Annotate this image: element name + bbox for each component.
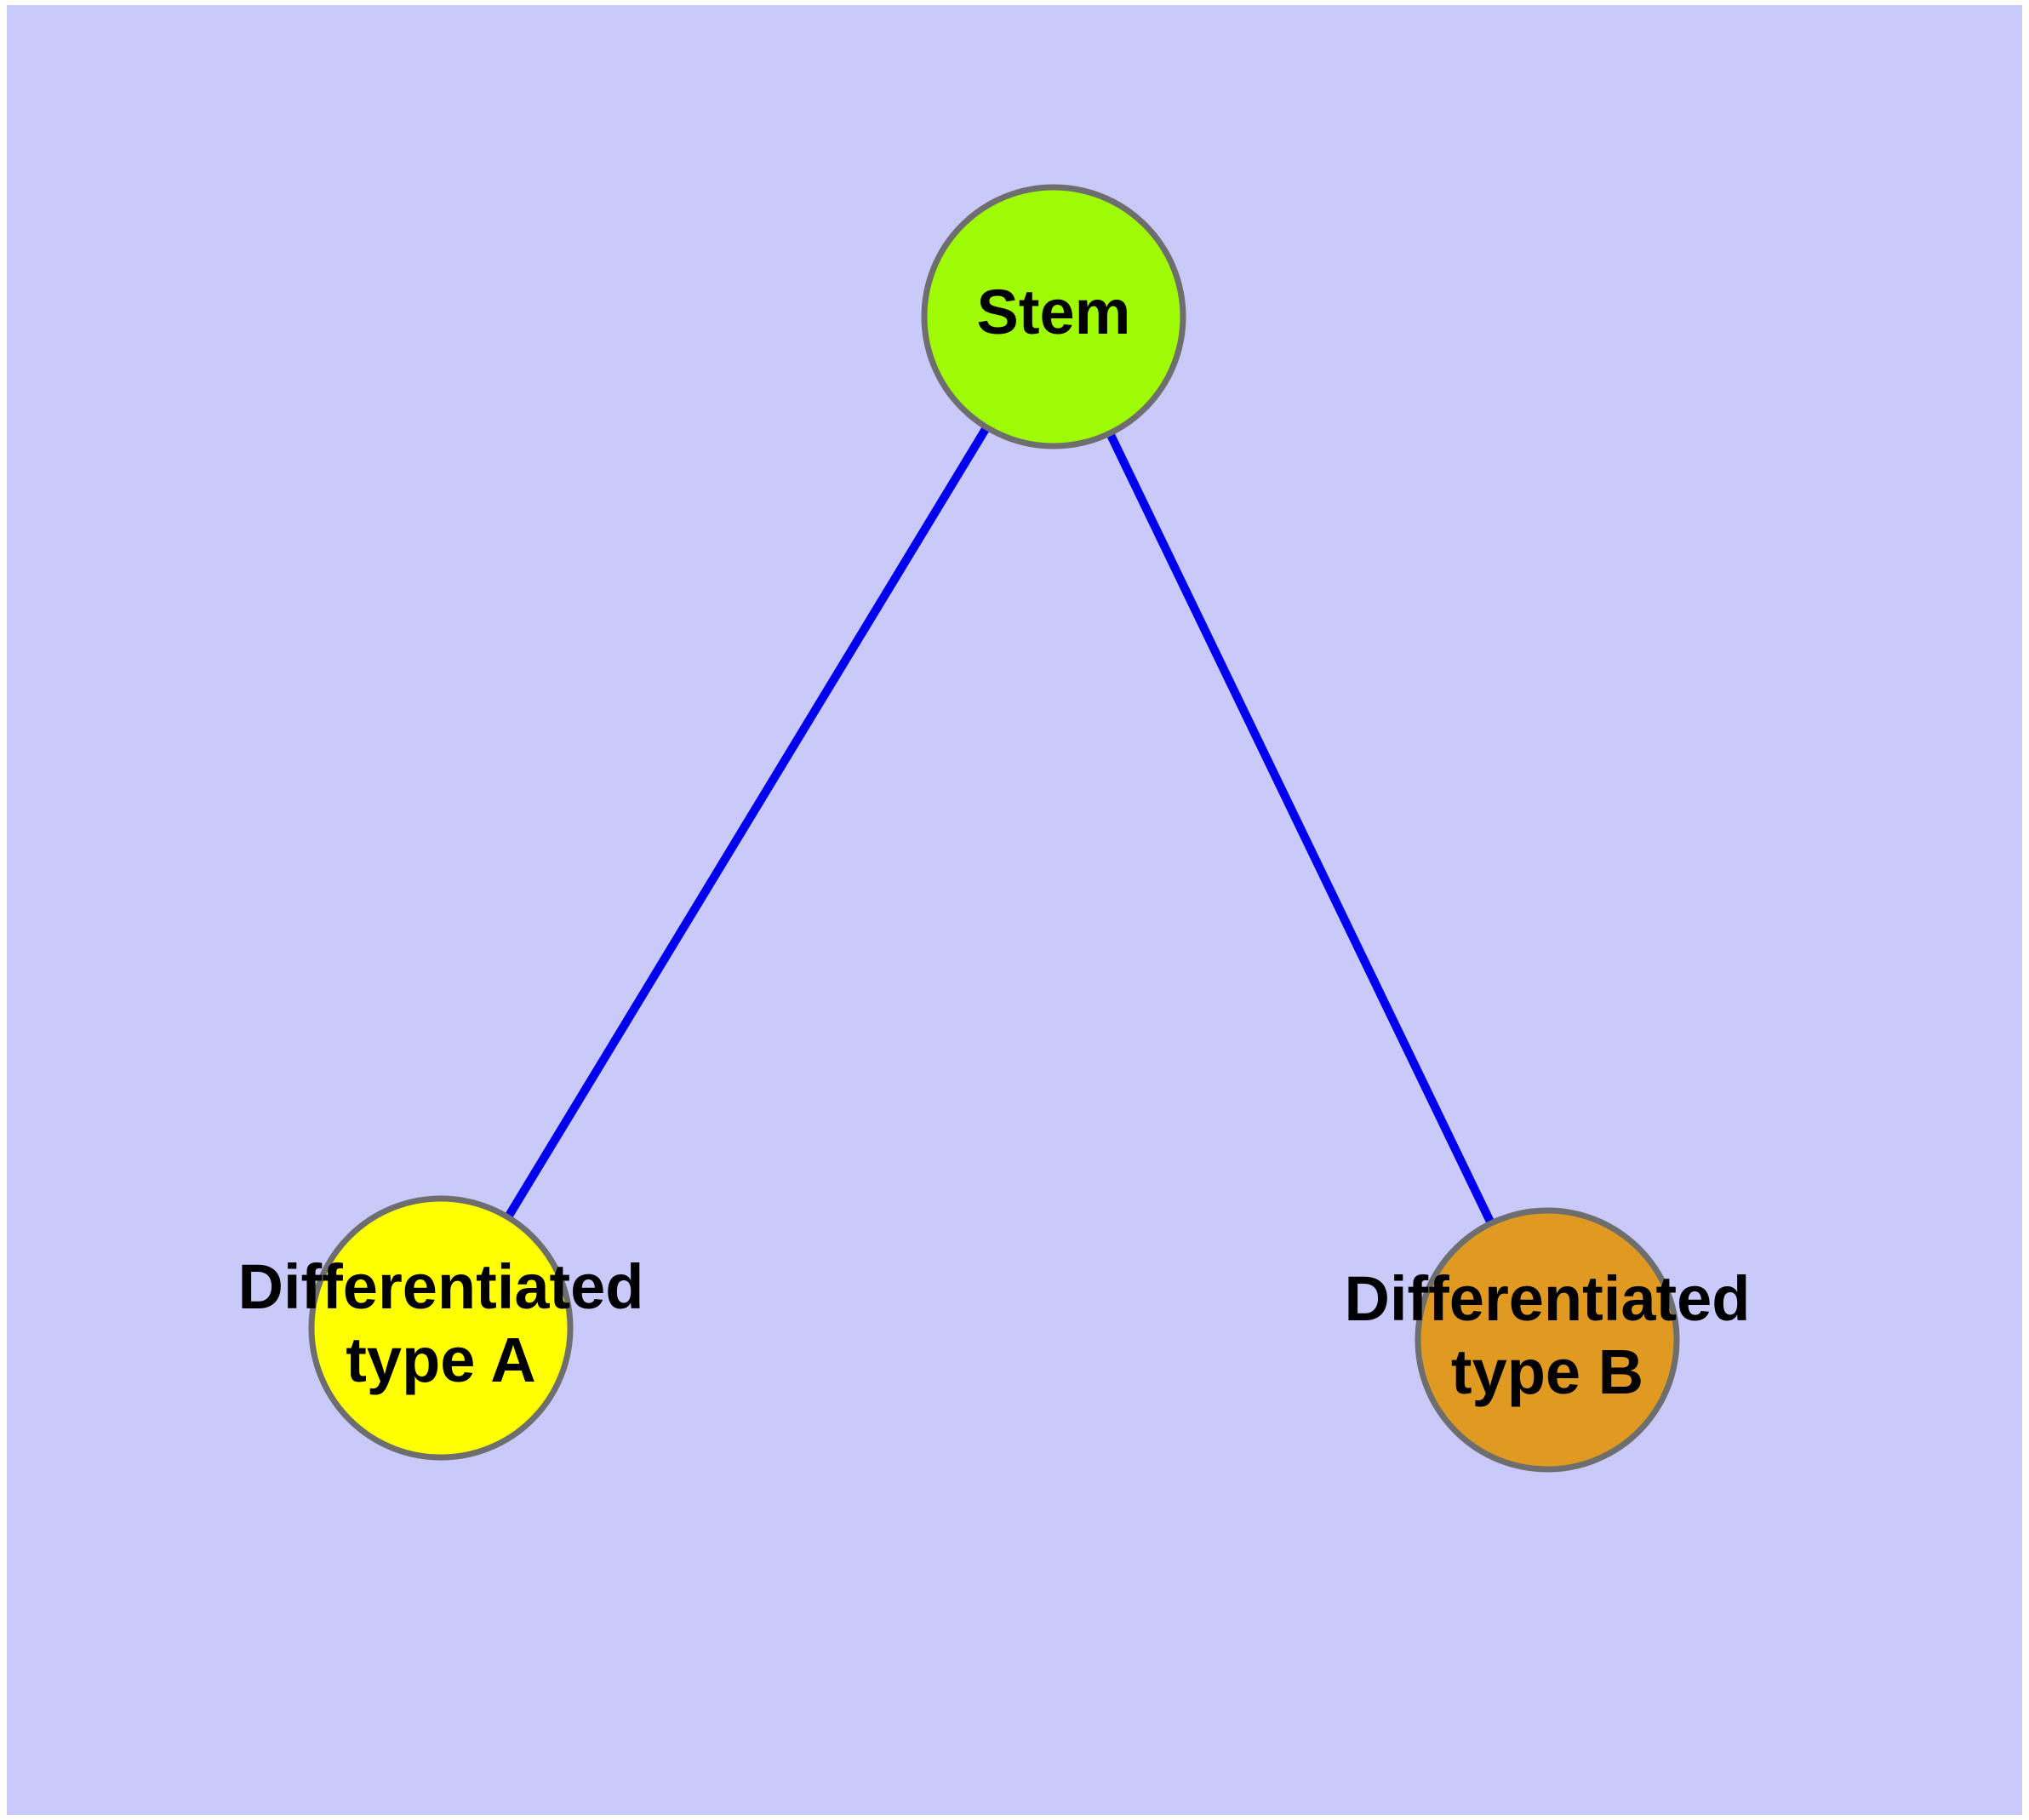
graph-node-stem[interactable] — [921, 184, 1186, 449]
graph-node-label-line: Differentiated — [1345, 1263, 1751, 1334]
graph-node-label-line: Stem — [977, 277, 1131, 347]
graph-edge[interactable] — [437, 314, 1058, 1331]
graph-node-diff_b[interactable] — [1415, 1207, 1680, 1473]
graph-node-label-stem: Stem — [977, 277, 1131, 347]
graph-node-diff_a[interactable] — [308, 1195, 574, 1461]
graph-edge[interactable] — [1049, 314, 1552, 1342]
edge-layer — [437, 314, 1552, 1342]
node-layer — [308, 184, 1680, 1473]
graph-node-label-line: type A — [346, 1325, 535, 1395]
graph-node-label-line: Differentiated — [238, 1251, 644, 1322]
graph-node-label-line: type B — [1451, 1336, 1643, 1407]
